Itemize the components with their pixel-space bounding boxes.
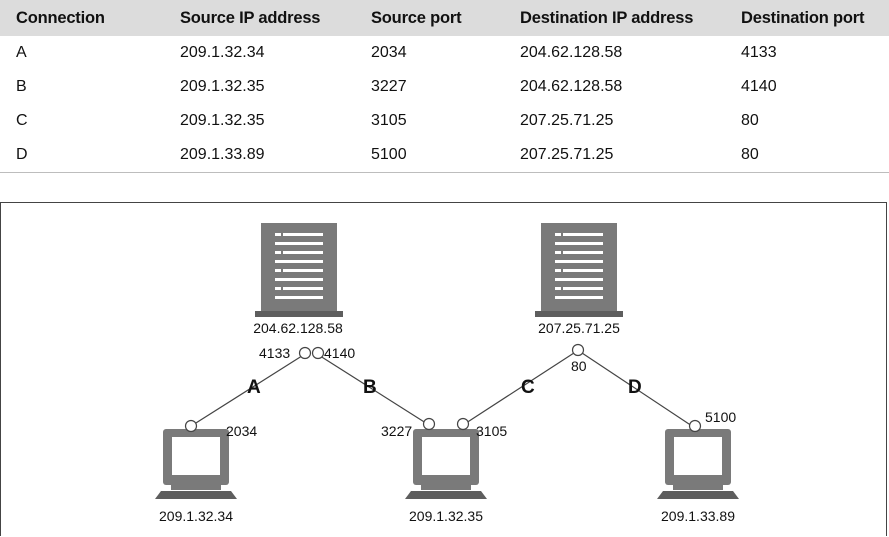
computer-icon (657, 429, 739, 499)
table-cell: 4140 (741, 78, 777, 95)
port-label: 3105 (476, 423, 507, 439)
table-cell: 207.25.71.25 (504, 138, 725, 173)
port-circle (298, 346, 312, 360)
table-cell: C (16, 112, 28, 129)
table-header-row: Connection Source IP address Source port… (0, 0, 889, 36)
connection-table: Connection Source IP address Source port… (0, 0, 889, 173)
connection-label-b: B (363, 377, 377, 398)
port-circle (184, 419, 198, 433)
server-icon (255, 223, 343, 317)
column-header-source-port: Source port (371, 8, 462, 27)
connection-label-a: A (247, 377, 261, 398)
table-cell: 80 (741, 112, 759, 129)
table-row: C 209.1.32.35 3105 207.25.71.25 80 (0, 104, 889, 138)
port-label: 4133 (259, 345, 290, 361)
port-circle (456, 417, 470, 431)
table-cell: B (16, 78, 27, 95)
table-cell: 209.1.32.35 (180, 78, 265, 95)
table-row: D 209.1.33.89 5100 207.25.71.25 80 (0, 138, 889, 173)
port-circle (571, 343, 585, 357)
table-cell: 207.25.71.25 (520, 112, 614, 129)
server-ip-label: 204.62.128.58 (253, 320, 343, 336)
table-cell: 3227 (371, 78, 407, 95)
column-header-destination-port: Destination port (741, 8, 865, 27)
network-diagram: 204.62.128.58 207.25.71.25 4133 4140 80 … (0, 202, 887, 536)
table-cell: 4133 (741, 44, 777, 61)
table-cell: D (0, 138, 164, 173)
server-icon (535, 223, 623, 317)
port-circle (422, 417, 436, 431)
table-cell: 80 (725, 138, 889, 173)
column-header-destination-ip: Destination IP address (520, 8, 694, 27)
server-ip-label: 207.25.71.25 (538, 320, 620, 336)
port-label: 5100 (705, 409, 736, 425)
client-ip-label: 209.1.32.35 (409, 508, 483, 524)
column-header-source-ip: Source IP address (180, 8, 321, 27)
table-cell: 204.62.128.58 (520, 44, 623, 61)
network-diagram-svg: 204.62.128.58 207.25.71.25 4133 4140 80 … (155, 223, 739, 524)
column-header-connection: Connection (16, 8, 105, 27)
table-row: B 209.1.32.35 3227 204.62.128.58 4140 (0, 70, 889, 104)
connection-label-d: D (628, 377, 642, 398)
port-label: 2034 (226, 423, 257, 439)
port-label: 3227 (381, 423, 412, 439)
connection-label-c: C (521, 377, 535, 398)
table-cell: 209.1.32.34 (180, 44, 265, 61)
port-label: 4140 (324, 345, 355, 361)
connection-line-b (316, 353, 430, 426)
table-cell: 2034 (371, 44, 407, 61)
table-row: A 209.1.32.34 2034 204.62.128.58 4133 (0, 36, 889, 70)
table-cell: 209.1.32.35 (180, 112, 265, 129)
table-cell: 3105 (371, 112, 407, 129)
table-cell: 209.1.33.89 (164, 138, 355, 173)
computer-icon (155, 429, 237, 499)
port-label: 80 (571, 358, 587, 374)
client-ip-label: 209.1.33.89 (661, 508, 735, 524)
connection-line-a (187, 353, 306, 429)
computer-icon (405, 429, 487, 499)
client-ip-label: 209.1.32.34 (159, 508, 233, 524)
connection-line-d (578, 350, 696, 429)
connection-line-c (462, 350, 578, 426)
port-circle (311, 346, 325, 360)
port-circle (688, 419, 702, 433)
table-cell: 204.62.128.58 (520, 78, 623, 95)
table-cell: A (16, 44, 27, 61)
table-cell: 5100 (355, 138, 504, 173)
